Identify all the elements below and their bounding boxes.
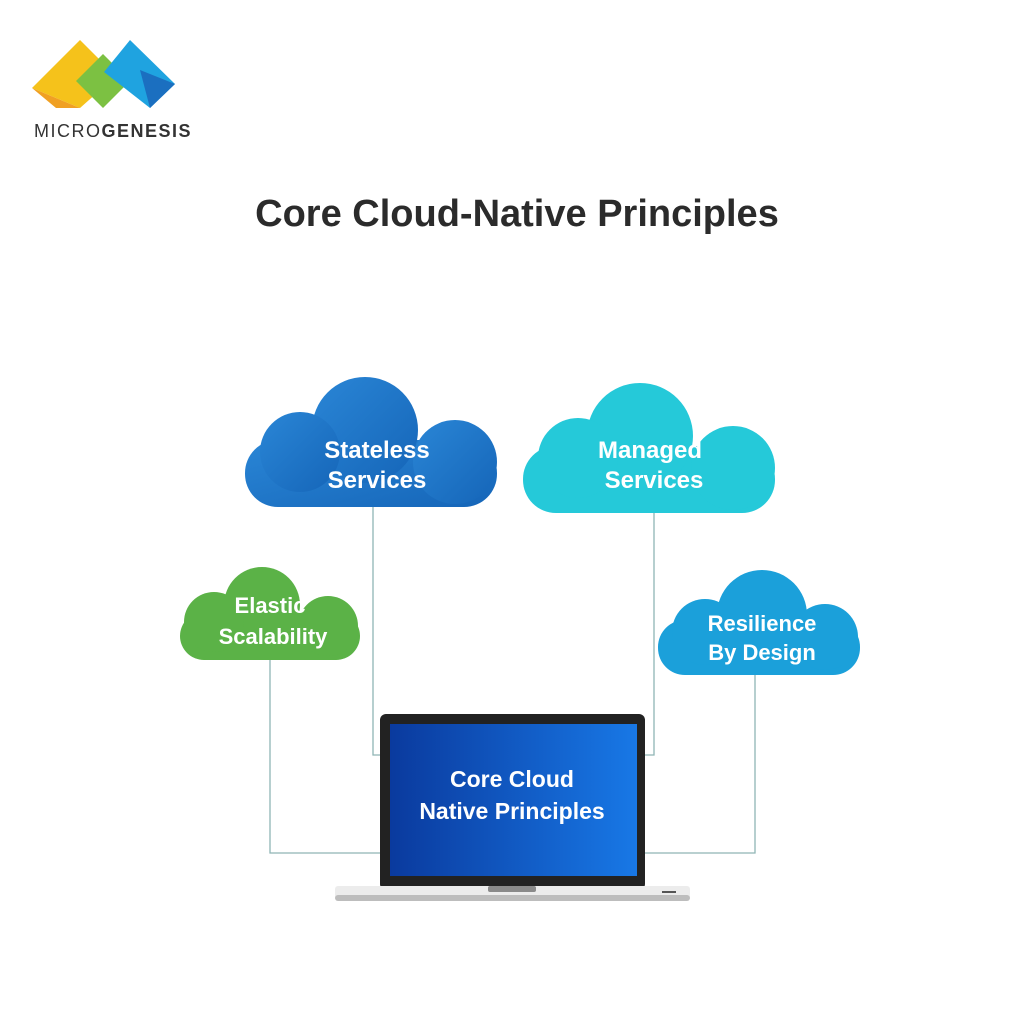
svg-text:Elastic: Elastic — [235, 593, 306, 618]
svg-text:Services: Services — [605, 467, 704, 494]
svg-text:Stateless: Stateless — [324, 437, 429, 464]
svg-text:By Design: By Design — [708, 640, 816, 665]
laptop-screen — [390, 724, 637, 876]
svg-text:Resilience: Resilience — [708, 611, 817, 636]
cloud-stateless-services: Stateless Services — [245, 377, 497, 507]
connector-lines — [269, 505, 756, 854]
laptop: Core Cloud Native Principles — [335, 714, 690, 901]
cloud-managed-services: Managed Services — [523, 383, 775, 513]
svg-text:Scalability: Scalability — [219, 624, 329, 649]
laptop-text-line1: Core Cloud — [450, 766, 574, 792]
svg-text:Services: Services — [328, 467, 427, 494]
logo-text: MICROGENESIS — [34, 121, 192, 141]
microgenesis-logo: MICROGENESIS — [32, 40, 192, 141]
cloud-elastic-scalability: Elastic Scalability — [180, 567, 360, 660]
cloud-resilience-by-design: Resilience By Design — [658, 570, 860, 675]
page-title: Core Cloud-Native Principles — [255, 193, 779, 235]
svg-text:Managed: Managed — [598, 437, 702, 464]
laptop-text-line2: Native Principles — [419, 798, 604, 824]
